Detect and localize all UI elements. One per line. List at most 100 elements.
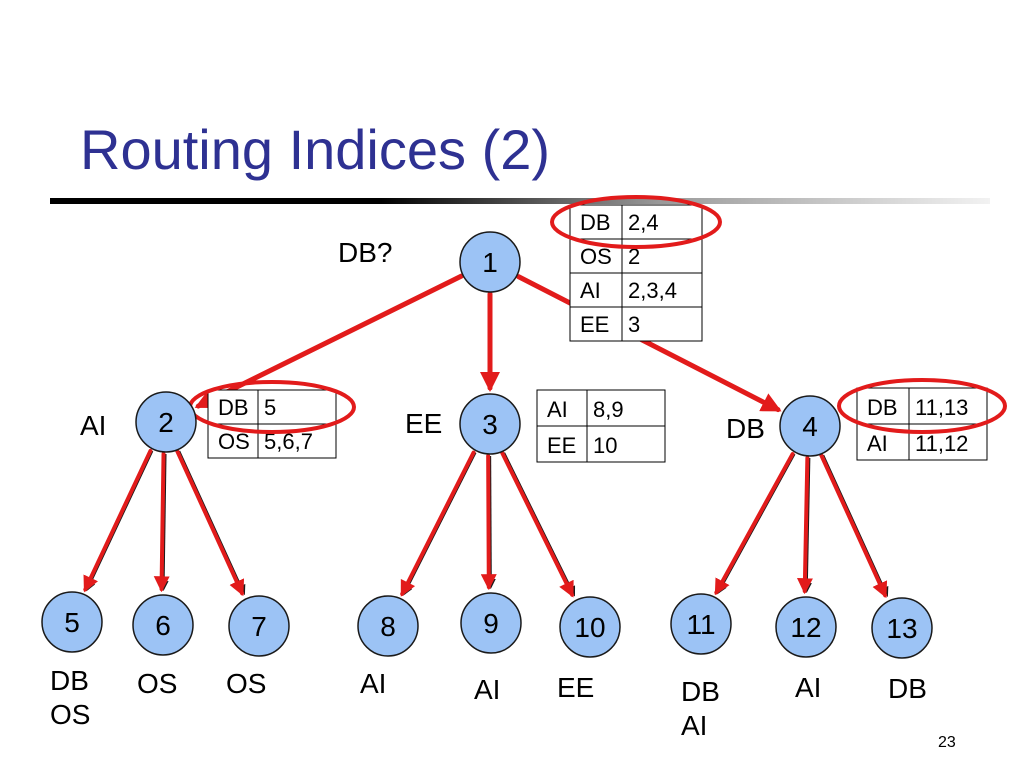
edge-highlight-line bbox=[194, 273, 464, 409]
node-topic-label: AI bbox=[795, 672, 821, 703]
node-9: 9AI bbox=[460, 592, 522, 705]
edge-highlight-line bbox=[500, 450, 575, 598]
edge-3-9 bbox=[480, 453, 497, 591]
table-cell-neighbors: 8,9 bbox=[593, 397, 624, 422]
node-topic-label: OS bbox=[226, 668, 266, 699]
node-id-label: 7 bbox=[251, 611, 267, 642]
edge-2-6 bbox=[153, 451, 170, 593]
node-id-label: 9 bbox=[483, 608, 499, 639]
node-circle bbox=[132, 594, 194, 656]
node-topic-label: AI bbox=[360, 668, 386, 699]
table-cell-neighbors: 5 bbox=[264, 395, 276, 420]
routing-table-node-3: AI 8,9EE 10 bbox=[536, 389, 666, 463]
node-circle bbox=[670, 593, 732, 655]
node-circle bbox=[871, 597, 933, 659]
node-circle bbox=[459, 231, 521, 293]
node-6: 6OS bbox=[132, 594, 194, 699]
node-id-label: 11 bbox=[686, 609, 715, 640]
node-circle bbox=[779, 395, 841, 457]
node-id-label: 6 bbox=[155, 610, 171, 641]
table-cell-neighbors: 2,4 bbox=[628, 210, 659, 235]
node-id-label: 13 bbox=[886, 613, 917, 644]
node-id-label: 1 bbox=[482, 247, 498, 278]
node-topic-label: AI bbox=[80, 410, 106, 441]
page-number: 23 bbox=[938, 734, 956, 751]
node-topic-label: DB bbox=[888, 673, 927, 704]
node-circle bbox=[775, 596, 837, 658]
node-topic-label: DB bbox=[726, 413, 765, 444]
edge-2-5 bbox=[83, 448, 154, 593]
edge-highlight-line bbox=[153, 451, 170, 593]
table-cell-topic: AI bbox=[547, 397, 568, 422]
edge-highlight-line bbox=[400, 450, 476, 597]
table-cell-topic: EE bbox=[580, 312, 609, 337]
table-cell-topic: DB bbox=[218, 395, 249, 420]
table-cell-neighbors: 3 bbox=[628, 312, 640, 337]
node-circle bbox=[459, 393, 521, 455]
table-cell-topic: EE bbox=[547, 433, 576, 458]
node-topic-label: EE bbox=[405, 408, 442, 439]
highlight-ellipse bbox=[837, 378, 1007, 434]
table-cell-neighbors: 10 bbox=[593, 433, 617, 458]
node-circle bbox=[357, 595, 419, 657]
edge-3-10 bbox=[500, 450, 576, 598]
edge-4-13 bbox=[819, 453, 889, 599]
table-cell-topic: AI bbox=[580, 278, 601, 303]
query-label: DB? bbox=[338, 237, 392, 268]
table-cell-topic: DB bbox=[867, 395, 898, 420]
page-title: Routing Indices (2) bbox=[80, 118, 551, 181]
node-4: 4 DB bbox=[726, 395, 841, 457]
table-cell-topic: OS bbox=[580, 244, 612, 269]
edge-2-7 bbox=[175, 449, 246, 597]
node-id-label: 4 bbox=[802, 411, 818, 442]
node-id-label: 3 bbox=[482, 409, 498, 440]
highlight-ellipse bbox=[550, 195, 722, 249]
node-id-label: 8 bbox=[380, 611, 396, 642]
edge-highlight-line bbox=[83, 448, 153, 593]
edge-4-11 bbox=[714, 452, 796, 596]
node-3: 3 EE bbox=[405, 393, 521, 455]
node-id-label: 5 bbox=[64, 607, 80, 638]
node-circle bbox=[460, 592, 522, 654]
edge-3-8 bbox=[400, 450, 477, 597]
labels-layer: DB? bbox=[338, 237, 392, 268]
node-1: 1 bbox=[459, 231, 521, 293]
node-id-label: 12 bbox=[790, 612, 821, 643]
table-cell-topic: DB bbox=[580, 210, 611, 235]
title-divider bbox=[50, 198, 990, 204]
node-id-label: 2 bbox=[158, 407, 174, 438]
edge-highlight-line bbox=[796, 455, 813, 595]
edge-highlight-line bbox=[480, 453, 497, 591]
node-circle bbox=[41, 591, 103, 653]
edge-highlight-line bbox=[175, 449, 245, 597]
node-circle bbox=[228, 595, 290, 657]
edge-4-12 bbox=[796, 455, 813, 595]
node-topic-label: EE bbox=[557, 672, 594, 703]
node-id-label: 10 bbox=[574, 612, 605, 643]
node-2: 2 AI bbox=[80, 391, 197, 453]
edge-1-2 bbox=[194, 273, 464, 409]
table-cell-neighbors: 11,13 bbox=[915, 395, 968, 420]
edge-highlight-line bbox=[819, 453, 888, 599]
table-cell-neighbors: 2,3,4 bbox=[628, 278, 677, 303]
node-circle bbox=[559, 596, 621, 658]
node-topic-label: AI bbox=[474, 674, 500, 705]
edge-1-4 bbox=[515, 274, 782, 413]
edge-highlight-line bbox=[515, 274, 782, 413]
table-cell-topic: OS bbox=[218, 429, 250, 454]
table-cell-neighbors: 11,12 bbox=[915, 431, 968, 456]
edge-highlight-line bbox=[714, 452, 795, 596]
node-circle bbox=[135, 391, 197, 453]
